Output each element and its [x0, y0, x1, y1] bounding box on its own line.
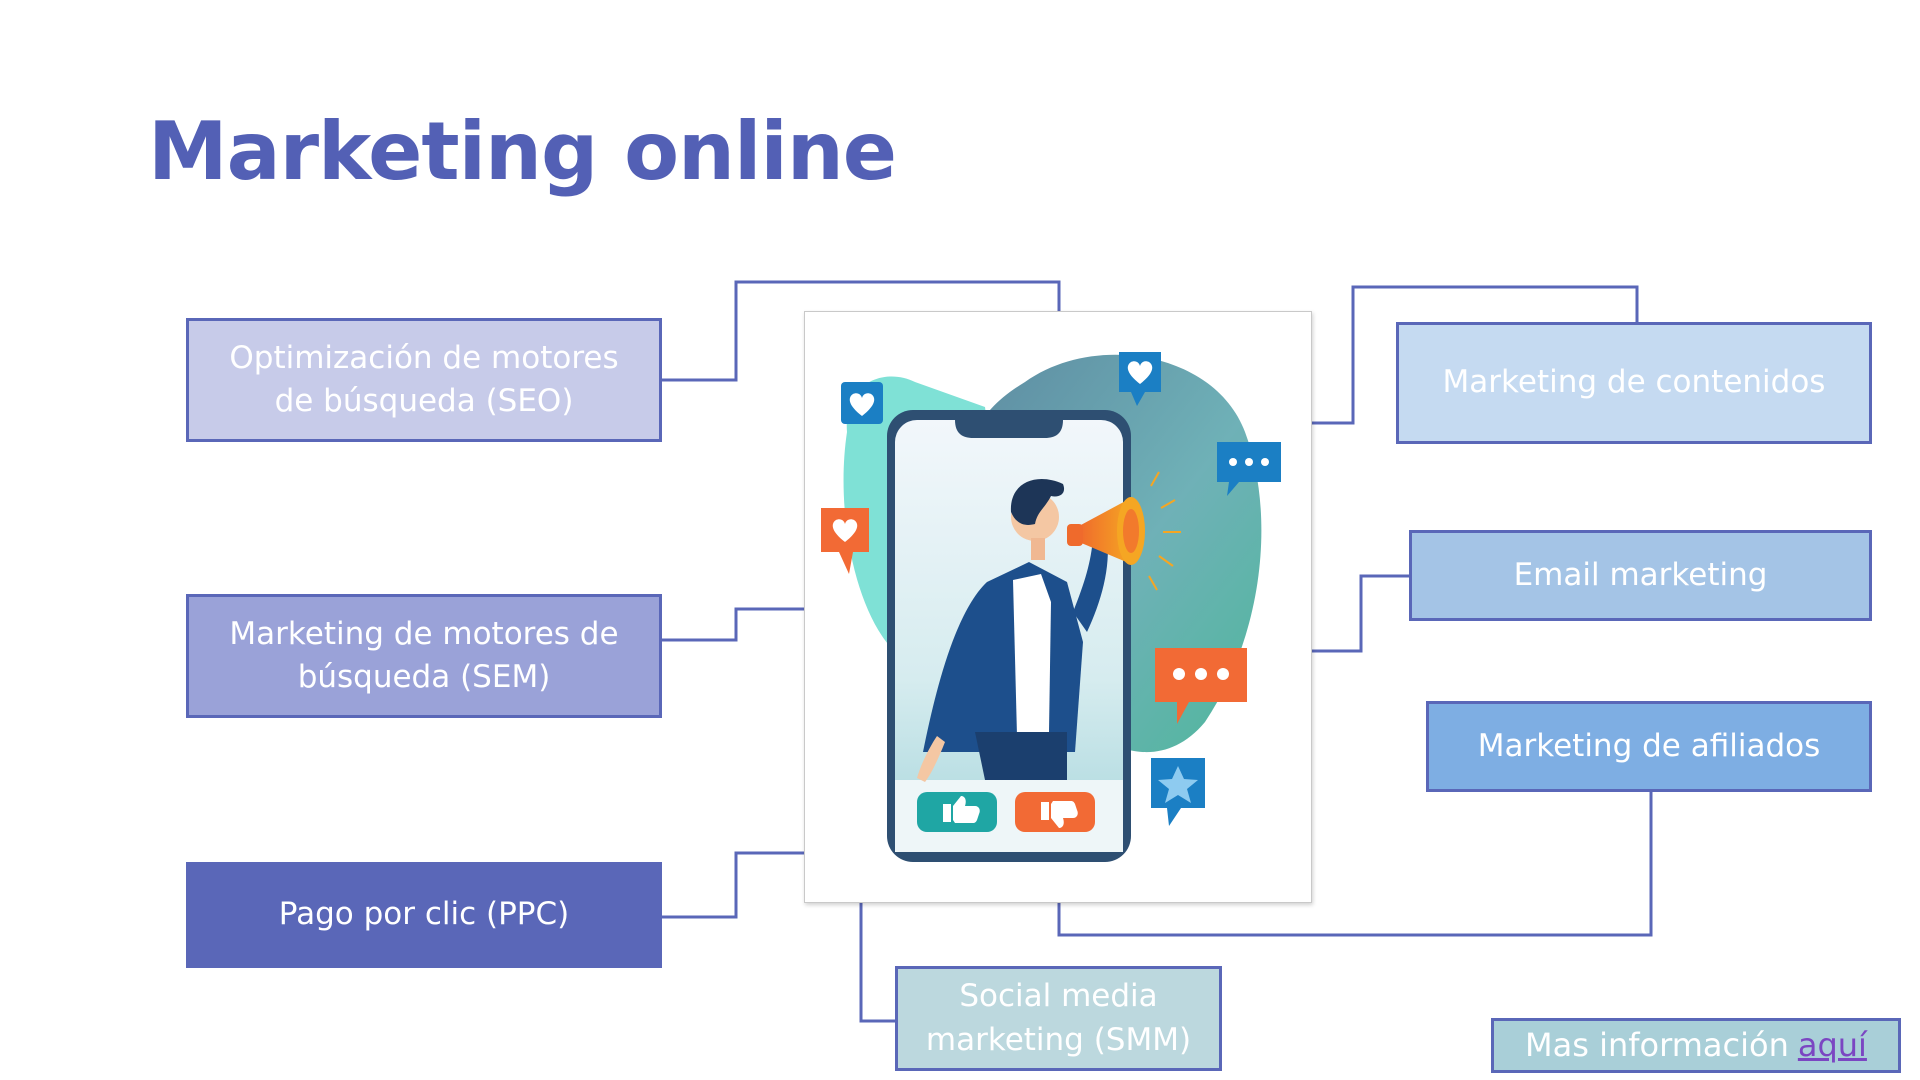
more-info-link[interactable]: aquí [1797, 1026, 1867, 1065]
heart-bubble-icon [841, 382, 883, 424]
content-marketing-box[interactable]: Marketing de contenidos [1396, 322, 1872, 444]
thumbs-down-icon [1015, 792, 1095, 832]
thumbs-up-icon [917, 792, 997, 832]
slide-title: Marketing online [148, 105, 897, 198]
smm-box[interactable]: Social media marketing (SMM) [895, 966, 1222, 1071]
heart-bubble-icon [1119, 352, 1161, 406]
seo-box[interactable]: Optimización de motores de búsqueda (SEO… [186, 318, 662, 442]
chat-bubble-icon [1217, 442, 1281, 496]
connector-ppc [662, 851, 810, 919]
chat-bubble-icon [1155, 648, 1247, 724]
megaphone-icon [1067, 471, 1181, 591]
sem-box[interactable]: Marketing de motores de búsqueda (SEM) [186, 594, 662, 718]
connector-seo [662, 280, 1061, 382]
ppc-box[interactable]: Pago por clic (PPC) [186, 862, 662, 968]
email-marketing-box[interactable]: Email marketing [1409, 530, 1872, 621]
connector-email [1309, 574, 1409, 653]
connector-content [1309, 285, 1639, 425]
more-info-text: Mas información [1525, 1026, 1789, 1065]
star-bubble-icon [1151, 758, 1205, 826]
connector-smm [859, 900, 895, 1023]
man-figure [917, 479, 1110, 782]
connector-affiliate [1057, 792, 1653, 937]
heart-bubble-icon [821, 508, 869, 574]
more-info-box: Mas información aquí [1491, 1018, 1901, 1073]
affiliate-marketing-box[interactable]: Marketing de afiliados [1426, 701, 1872, 792]
connector-sem [662, 607, 810, 642]
marketing-illustration [804, 311, 1312, 903]
